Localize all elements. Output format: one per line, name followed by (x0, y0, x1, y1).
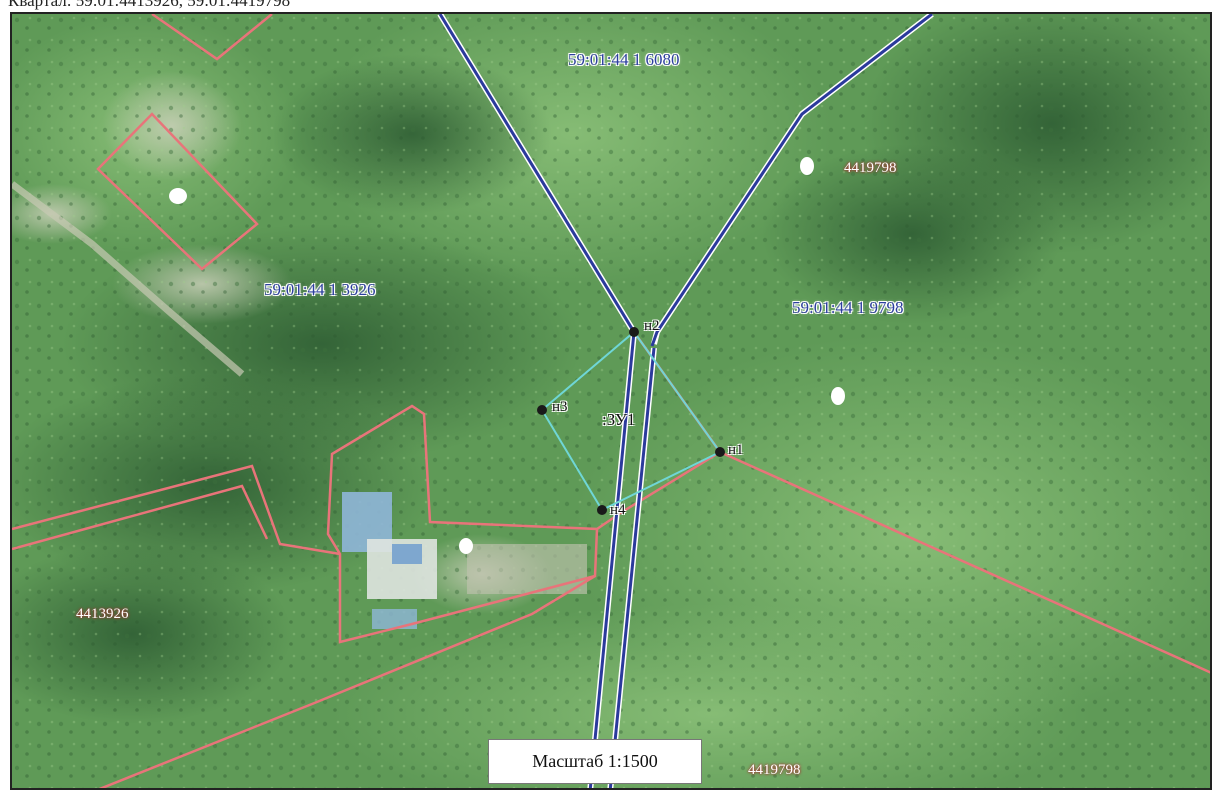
marker (169, 188, 187, 204)
parcel-label: 4419798 (844, 160, 897, 176)
map-header: Квартал: 59:01:4413926, 59:01:4419798 (0, 0, 1216, 12)
vertex-n3 (537, 405, 547, 415)
marker (831, 387, 845, 405)
marker (800, 157, 814, 175)
parcel-boundary (12, 464, 341, 556)
parcel-boundary (98, 574, 596, 788)
vertex-n2 (629, 327, 639, 337)
point-label-n2: н2 (644, 318, 660, 334)
parcel-label: 59:01:44 1 3926 (264, 280, 376, 299)
parcel-boundary (151, 14, 273, 61)
new-parcel-label: :ЗУ1 (602, 410, 636, 429)
yard (467, 544, 587, 594)
vertex-n1 (715, 447, 725, 457)
parcel-boundary (596, 450, 1210, 674)
road-boundary (608, 347, 656, 788)
road-boundary (650, 14, 933, 347)
scale-label: Масштаб 1:1500 (488, 739, 702, 784)
building (392, 544, 422, 564)
vertex-n4 (597, 505, 607, 515)
parcel-label: 4419798 (748, 762, 801, 778)
header-text: Квартал: 59:01:4413926, 59:01:4419798 (8, 0, 291, 10)
map-canvas[interactable]: 59:01:44 1 6080 59:01:44 1 3926 59:01:44… (10, 12, 1212, 790)
point-label-n4: н4 (610, 502, 626, 518)
parcel-boundaries (12, 14, 1210, 788)
map-imagery (12, 14, 1210, 788)
building (372, 609, 417, 629)
parcel-boundary (12, 484, 269, 551)
parcel-label: 4413926 (76, 606, 129, 622)
marker (459, 538, 473, 554)
parcel-boundary (96, 112, 259, 271)
dirt-track (12, 181, 245, 377)
parcel-label: 59:01:44 1 6080 (568, 50, 680, 69)
point-label-n1: н1 (728, 442, 744, 458)
parcel-label: 59:01:44 1 9798 (792, 298, 904, 317)
point-label-n3: н3 (552, 399, 568, 415)
